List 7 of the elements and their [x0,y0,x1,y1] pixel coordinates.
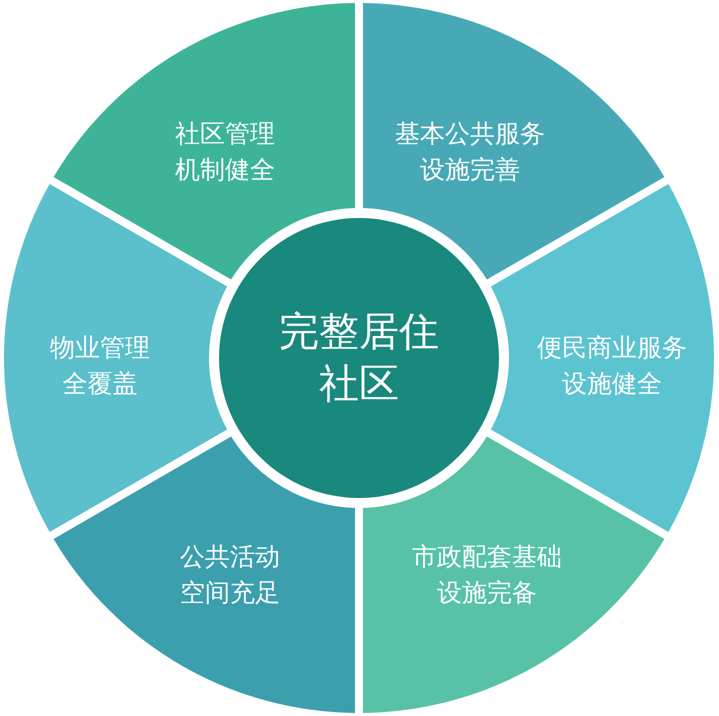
segment-label: 社区管理机制健全 [174,118,276,186]
center-title: 完整居住社区 [278,309,440,408]
segment-label: 便民商业服务设施健全 [536,332,688,400]
segment-label: 物业管理全覆盖 [49,332,151,400]
segment-label: 市政配套基础设施完备 [411,542,563,609]
segment-label: 基本公共服务设施完善 [394,118,546,186]
segment-label: 公共活动空间充足 [179,542,281,609]
